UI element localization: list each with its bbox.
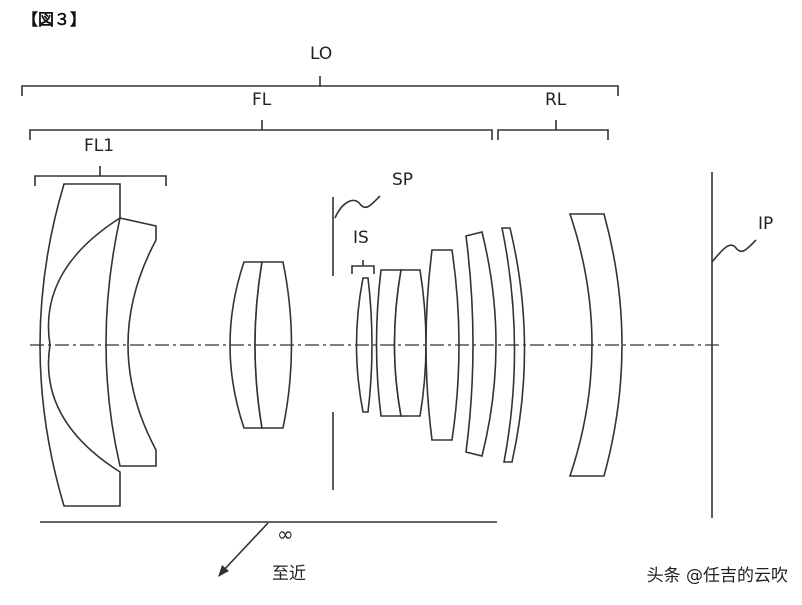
label-lo: LO xyxy=(310,44,333,64)
label-ip: IP xyxy=(758,214,774,234)
bracket-lo xyxy=(21,76,619,96)
watermark: 头条 @任吉的云吹 xyxy=(646,566,788,586)
bracket-rl xyxy=(497,120,609,140)
label-fl: FL xyxy=(252,90,272,110)
label-fl1: FL1 xyxy=(84,136,115,156)
bracket-fl1 xyxy=(34,166,167,186)
lens-element-1 xyxy=(39,183,121,507)
bracket-is xyxy=(351,260,375,274)
label-sp: SP xyxy=(392,170,414,190)
focus-arrow-head xyxy=(218,565,229,577)
lens-element-8 xyxy=(465,231,497,457)
lens-element-2 xyxy=(105,217,157,467)
label-near: 至近 xyxy=(272,564,306,584)
lens-element-6 xyxy=(393,269,427,417)
lens-element-10 xyxy=(568,213,623,477)
bracket-fl xyxy=(29,120,493,140)
figure-title: 【図３】 xyxy=(22,10,87,29)
focus-arrow-line xyxy=(221,522,269,573)
sp-leader-line xyxy=(334,195,381,219)
ip-leader-line xyxy=(711,239,757,263)
label-is: IS xyxy=(353,228,369,248)
label-infinity: ∞ xyxy=(277,522,294,546)
label-rl: RL xyxy=(545,90,567,110)
lens-element-9 xyxy=(501,227,526,463)
